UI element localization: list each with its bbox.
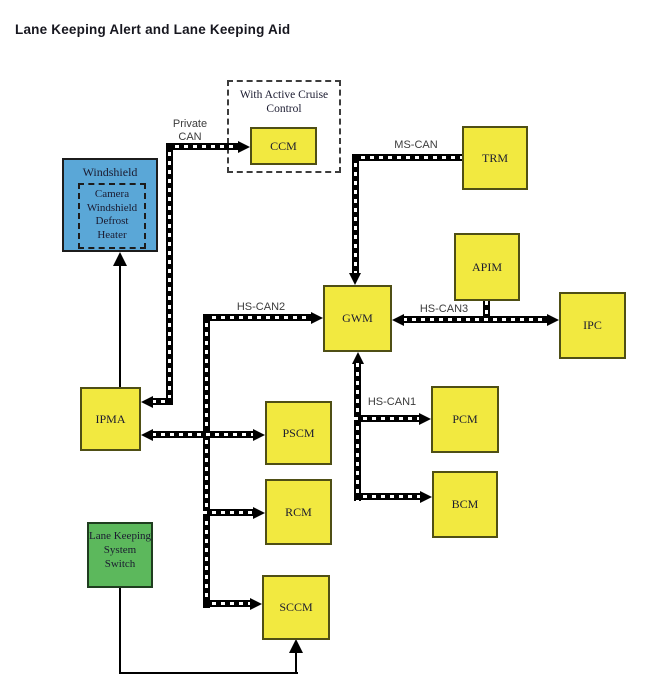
bus-hs-can2-ipma-pscm <box>152 431 254 438</box>
wire-switch-across <box>119 672 298 674</box>
bus-apim-stub <box>483 301 490 316</box>
bus-ms-can-vertical <box>352 154 359 274</box>
wire-switch-down <box>119 588 121 674</box>
bus-corner <box>352 154 359 161</box>
bus-hs-can2-trunk <box>203 314 210 608</box>
bus-private-can-horizontal-bottom <box>152 398 173 405</box>
bus-hs-can1-to-pcm <box>354 415 420 422</box>
arrowhead-into-sccm-icon <box>250 598 262 610</box>
arrowhead-into-gwm-top-icon <box>349 273 361 285</box>
node-windshield: Windshield Camera Windshield Defrost Hea… <box>62 158 158 252</box>
bus-hs-can1-to-bcm <box>354 493 421 500</box>
node-ipma: IPMA <box>80 387 141 451</box>
bus-corner <box>166 398 173 405</box>
bus-label-ms-can: MS-CAN <box>394 139 438 151</box>
group-label: With Active Cruise Control <box>239 89 329 115</box>
arrowhead-into-bcm-icon <box>420 491 432 503</box>
bus-private-can-vertical <box>166 143 173 405</box>
node-label: IPMA <box>95 411 126 426</box>
node-label: Camera Windshield Defrost Heater <box>86 188 138 241</box>
node-gwm: GWM <box>323 285 392 352</box>
node-label: SCCM <box>279 600 313 614</box>
node-label: RCM <box>285 504 312 519</box>
wire-switch-up <box>295 652 297 674</box>
bus-hs-can2-to-gwm <box>203 314 312 321</box>
node-label: Lane Keeping System Switch <box>89 530 151 570</box>
node-label: PCM <box>452 412 478 426</box>
node-label: GWM <box>342 311 373 325</box>
node-bcm: BCM <box>432 471 498 538</box>
bus-label-private-can: Private CAN <box>172 118 208 143</box>
node-label: TRM <box>481 150 508 165</box>
node-label: CCM <box>270 138 297 153</box>
node-pcm: PCM <box>431 386 499 453</box>
node-label: APIM <box>471 259 502 274</box>
arrowhead-into-ipma-icon <box>141 396 153 408</box>
node-rcm: RCM <box>265 479 332 545</box>
wire-ipma-to-windshield <box>119 265 121 387</box>
bus-hs-can2-to-rcm <box>203 509 254 516</box>
bus-ms-can-horizontal <box>352 154 462 161</box>
arrowhead-into-ipma-lower-icon <box>141 429 153 441</box>
bus-hs-can1-trunk <box>354 363 361 501</box>
arrowhead-into-gwm-bottom-icon <box>352 352 364 364</box>
node-ipc: IPC <box>559 292 626 359</box>
bus-hs-can3-horizontal <box>403 316 548 323</box>
bus-corner <box>166 143 173 150</box>
arrowhead-into-rcm-icon <box>253 507 265 519</box>
bus-label-hs-can1: HS-CAN1 <box>367 396 417 408</box>
bus-corner <box>354 493 361 500</box>
page-title: Lane Keeping Alert and Lane Keeping Aid <box>15 22 291 37</box>
bus-hs-can2-to-sccm <box>203 600 251 607</box>
node-label: BCM <box>451 497 479 511</box>
arrowhead-into-windshield-icon <box>113 252 127 266</box>
bus-label-hs-can3: HS-CAN3 <box>419 303 469 315</box>
node-label: IPC <box>583 318 602 332</box>
bus-private-can-horizontal-top <box>166 143 240 150</box>
arrowhead-into-ccm-icon <box>238 141 250 153</box>
group-with-active-cruise-control: With Active Cruise Control <box>227 80 341 173</box>
arrowhead-into-pcm-icon <box>419 413 431 425</box>
node-camera-windshield-defrost-heater: Camera Windshield Defrost Heater <box>78 183 146 249</box>
arrowhead-into-ipc-icon <box>547 314 559 326</box>
node-ccm: CCM <box>250 127 317 165</box>
arrowhead-into-gwm-left-icon <box>311 312 323 324</box>
bus-corner <box>203 600 210 607</box>
node-pscm: PSCM <box>265 401 332 465</box>
arrowhead-into-gwm-right-icon <box>392 314 404 326</box>
node-sccm: SCCM <box>262 575 330 640</box>
arrowhead-into-pscm-icon <box>253 429 265 441</box>
node-label: Windshield <box>82 165 138 179</box>
arrowhead-into-sccm-bottom-icon <box>289 639 303 653</box>
node-lane-keeping-system-switch: Lane Keeping System Switch <box>87 522 153 588</box>
bus-label-hs-can2: HS-CAN2 <box>236 301 286 313</box>
node-label: PSCM <box>282 425 315 440</box>
node-apim: APIM <box>454 233 520 301</box>
bus-corner <box>203 314 210 321</box>
node-trm: TRM <box>462 126 528 190</box>
